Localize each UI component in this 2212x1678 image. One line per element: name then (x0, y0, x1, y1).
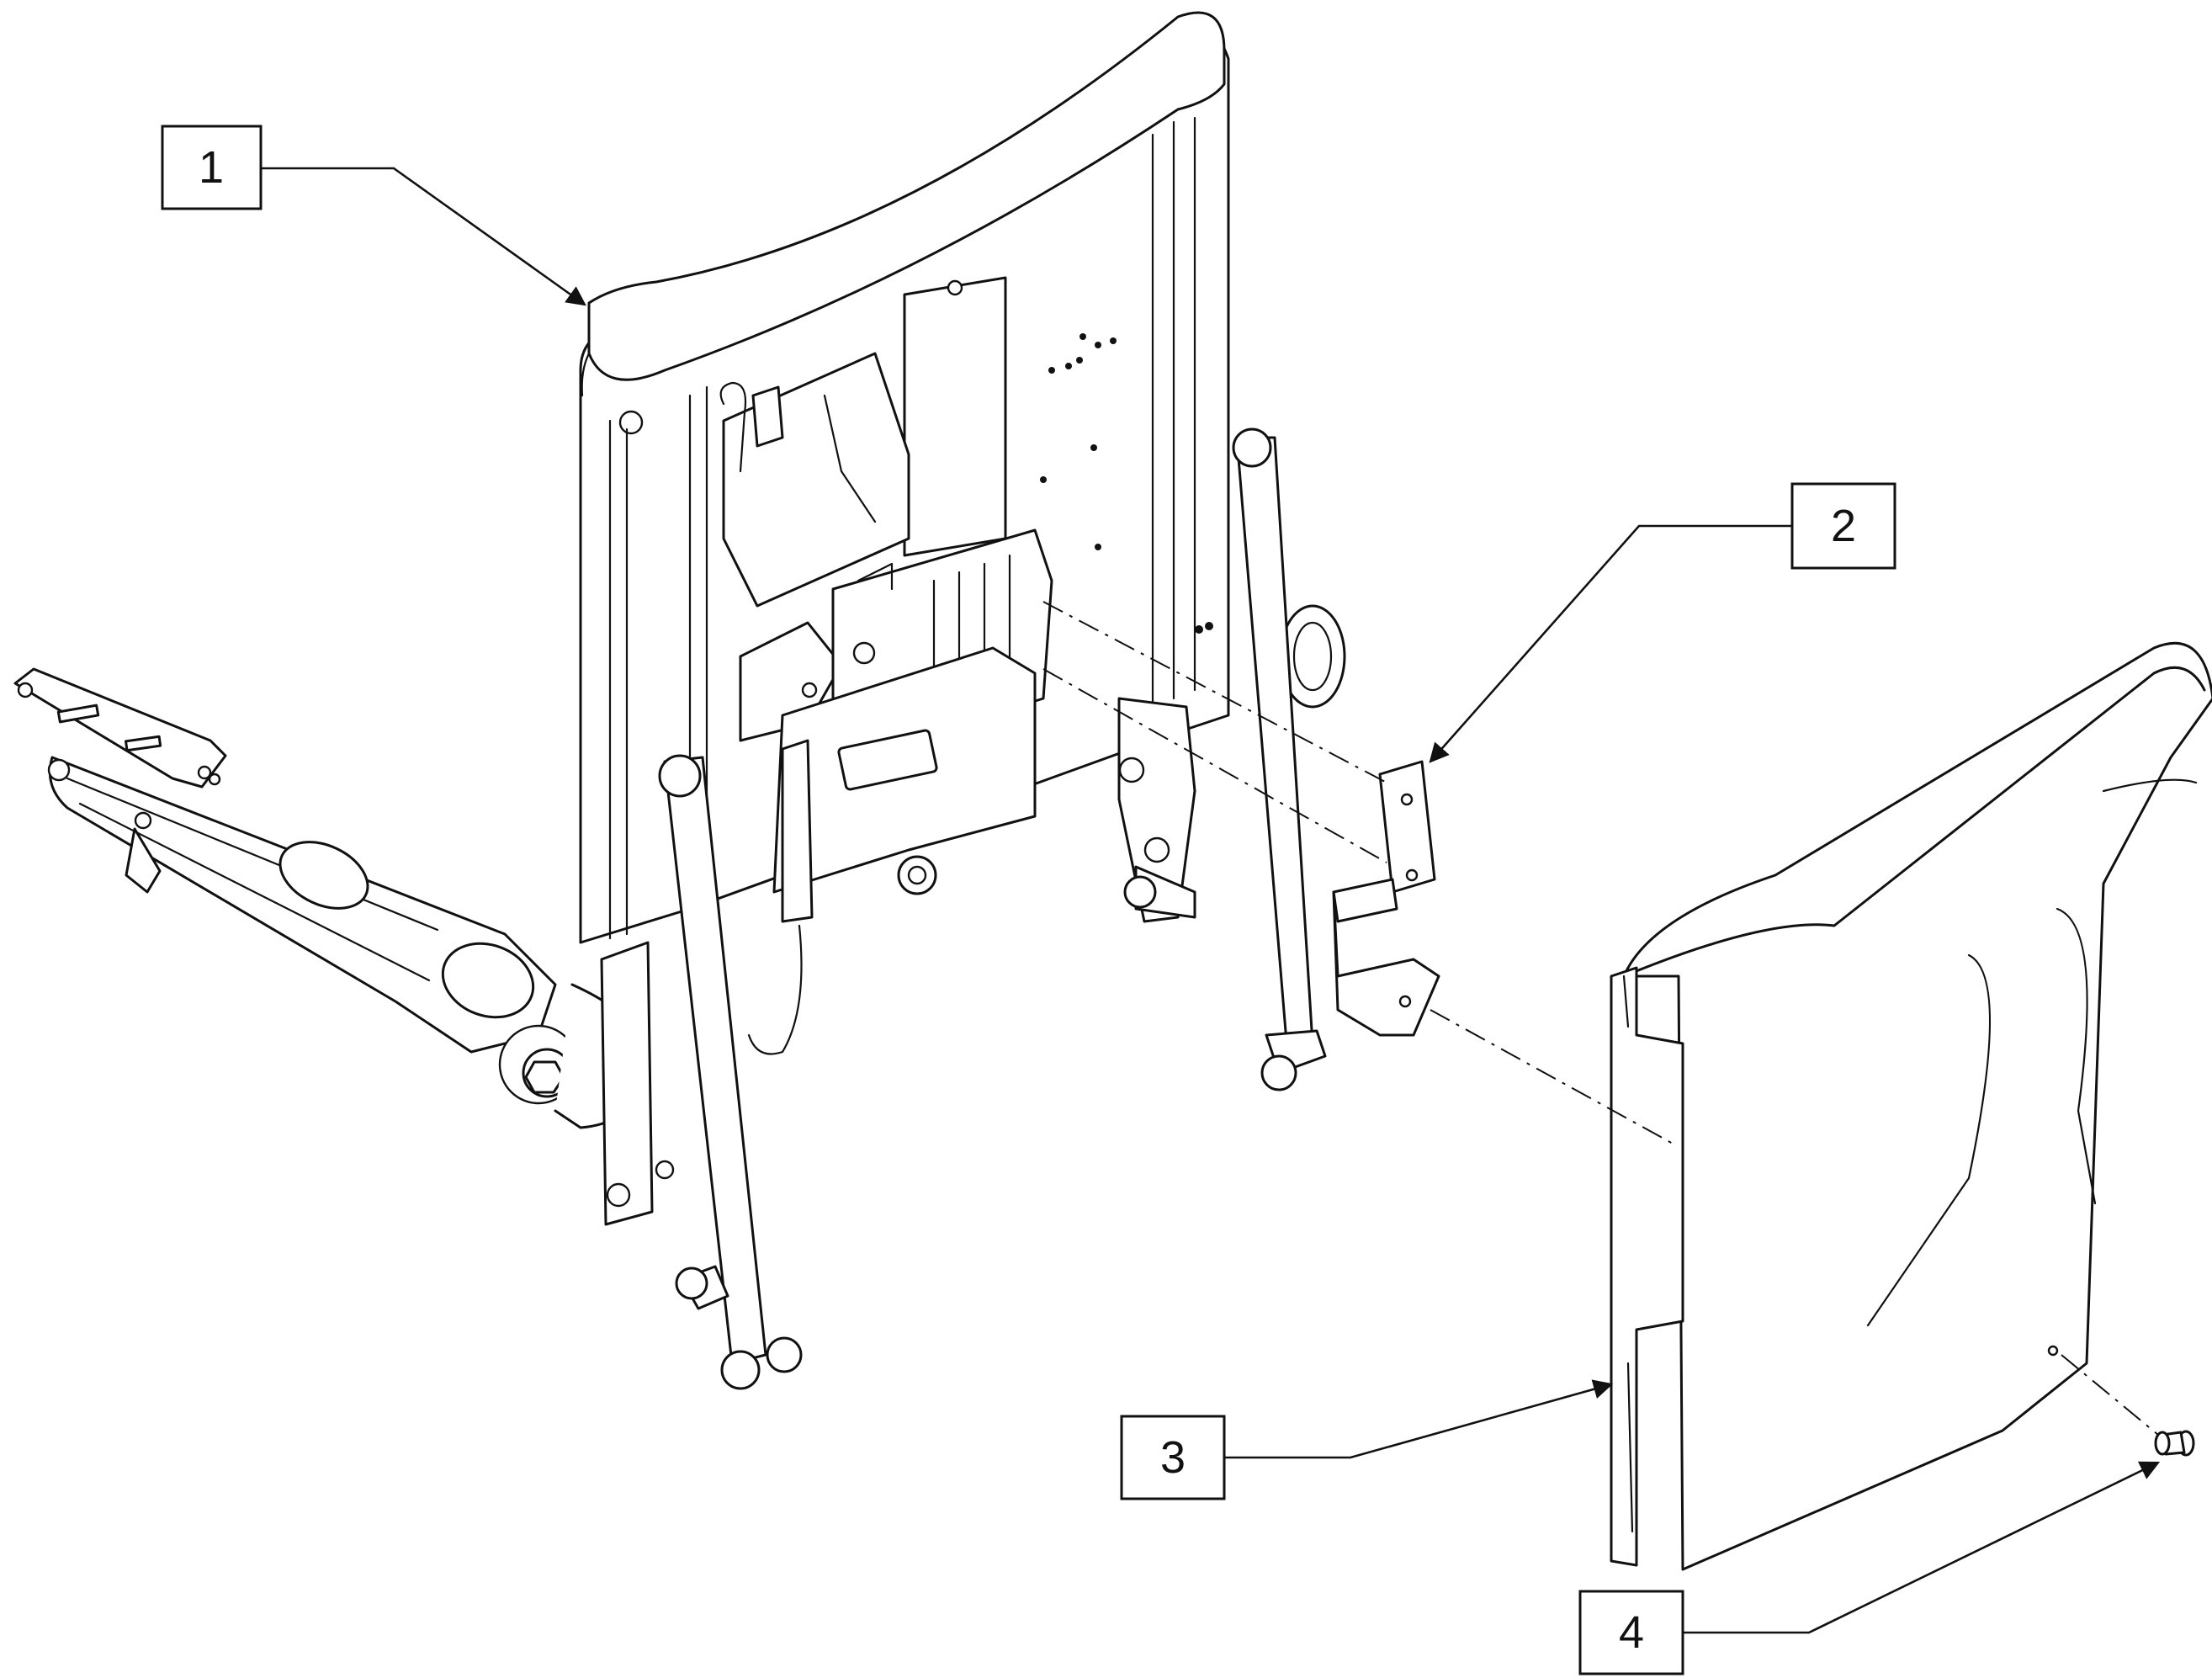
callout-4: 4 (1578, 1590, 1684, 1675)
callout-4-label: 4 (1619, 1607, 1644, 1658)
seat-back-frame-assembly (13, 11, 1346, 1390)
callout-leaders (261, 167, 2161, 1634)
back-shell-cover (1610, 641, 2212, 1571)
mounting-plate-holes (1040, 333, 1213, 634)
callout-3-label: 3 (1160, 1432, 1186, 1483)
left-swing-arm (13, 667, 650, 1129)
callout-1: 1 (161, 125, 263, 210)
callout-1-label: 1 (199, 142, 224, 193)
callout-3: 3 (1120, 1415, 1226, 1500)
assembly-center-lines (1042, 601, 2159, 1436)
mounting-bracket (1332, 760, 1440, 1037)
callout-2-label: 2 (1831, 501, 1856, 551)
push-rivet-fastener (2154, 1430, 2195, 1457)
back-frame (579, 11, 1346, 1390)
callout-2: 2 (1790, 482, 1896, 570)
